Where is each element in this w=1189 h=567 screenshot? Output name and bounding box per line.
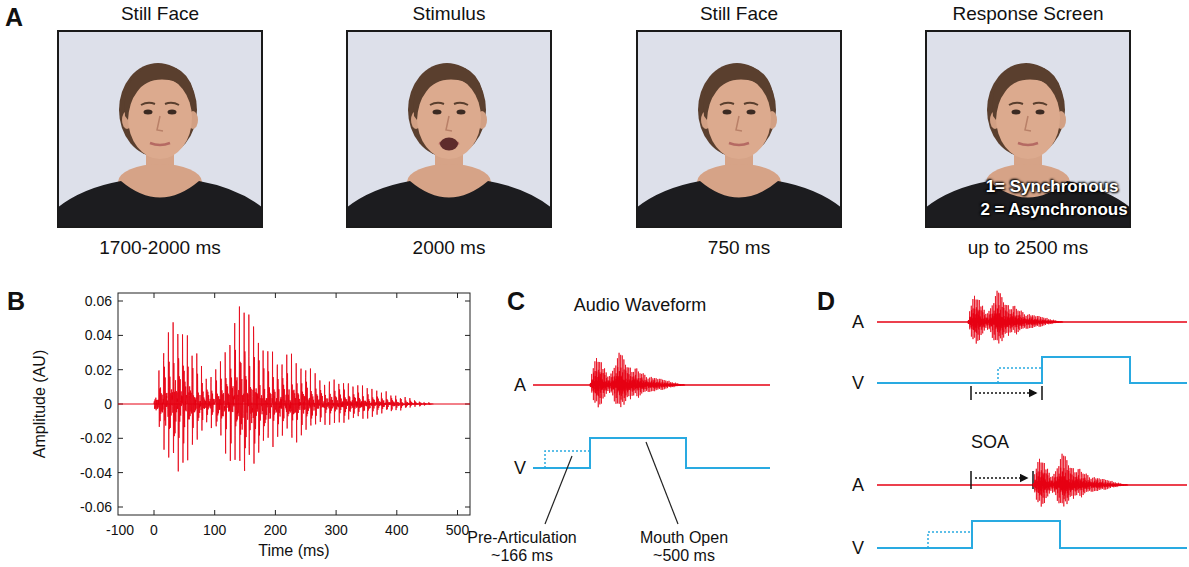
- frame-title: Still Face: [700, 3, 778, 25]
- tick-label: 400: [385, 522, 408, 538]
- panel-letter: A: [5, 3, 23, 32]
- tick-label: 0: [150, 522, 158, 538]
- face-photo: [925, 30, 1131, 228]
- photo-frame: Still Face750 ms: [636, 30, 842, 228]
- photo-frame: Response Screen1= Synchronous2 = Asynchr…: [925, 30, 1131, 228]
- tick-label: -0.06: [80, 499, 112, 515]
- pre-articulation-step: [928, 532, 972, 548]
- visual-track: [877, 357, 1187, 383]
- soa-ticks: [971, 386, 1042, 400]
- soa-label: SOA: [971, 432, 1009, 453]
- axis-title: Time (ms): [258, 542, 329, 560]
- tick-label: 0.04: [85, 327, 112, 343]
- audio-waveform: [1033, 454, 1128, 507]
- open-mouth: [440, 138, 458, 151]
- tick-label: 100: [203, 522, 226, 538]
- frame-title: Response Screen: [952, 3, 1103, 25]
- audio-waveform: [154, 307, 433, 472]
- leader-line: [545, 456, 572, 524]
- tick-label: -0.04: [80, 465, 112, 481]
- duration-label: 750 ms: [708, 237, 770, 259]
- panel-letter: D: [817, 287, 835, 316]
- track-label: V: [514, 458, 526, 479]
- tick-label: 0.06: [85, 293, 112, 309]
- panel-heading: Audio Waveform: [574, 295, 706, 316]
- photo-frame: Stimulus2000 ms: [346, 30, 552, 228]
- audio-waveform: [590, 353, 685, 407]
- audio-waveform: [968, 291, 1063, 344]
- panel-c-schematic: [533, 385, 770, 524]
- duration-label: 1700-2000 ms: [99, 237, 220, 259]
- panel-letter: B: [7, 287, 25, 316]
- response-option: 1= Synchronous: [986, 177, 1119, 197]
- track-label: A: [852, 312, 864, 333]
- track-label: A: [514, 375, 526, 396]
- face-photo: [346, 30, 552, 228]
- panel-d-schematic: [877, 322, 1187, 548]
- pre-articulation-step: [545, 451, 590, 468]
- audio-track: [877, 484, 1187, 486]
- y-ticks: [118, 301, 470, 507]
- soa-ticks: [971, 471, 1033, 489]
- annotation: Pre-Articulation ~166 ms: [452, 529, 592, 564]
- tick-label: 500: [446, 522, 469, 538]
- soa-arrow: [975, 477, 1027, 479]
- frame-title: Stimulus: [413, 3, 486, 25]
- tick-label: 200: [264, 522, 287, 538]
- track-label: V: [852, 538, 864, 559]
- photo-frame: Still Face1700-2000 ms: [57, 30, 263, 228]
- axis-title: Amplitude (AU): [31, 350, 49, 458]
- annotation: Mouth Open ~500 ms: [629, 529, 739, 564]
- tick-label: 300: [324, 522, 347, 538]
- leader-line: [646, 442, 678, 524]
- face-photo: [57, 30, 263, 228]
- track-label: V: [852, 373, 864, 394]
- x-ticks: [154, 293, 458, 515]
- plot-b-axes: [118, 293, 470, 515]
- tick-label: 0.02: [85, 362, 112, 378]
- tick-label: -100: [106, 522, 134, 538]
- panel-letter: C: [507, 287, 525, 316]
- duration-label: 2000 ms: [413, 237, 486, 259]
- response-option: 2 = Asynchronous: [980, 200, 1127, 220]
- plot-frame: [118, 293, 470, 515]
- visual-track: [877, 521, 1187, 548]
- face-photo: [636, 30, 842, 228]
- frame-title: Still Face: [121, 3, 199, 25]
- waveforms: [154, 291, 1128, 507]
- pre-articulation-step: [998, 368, 1042, 383]
- soa-arrow: [975, 392, 1036, 394]
- track-label: A: [852, 475, 864, 496]
- tick-label: -0.02: [80, 430, 112, 446]
- photo-frames: [57, 30, 1131, 228]
- duration-label: up to 2500 ms: [968, 237, 1088, 259]
- tick-label: 0: [104, 396, 112, 412]
